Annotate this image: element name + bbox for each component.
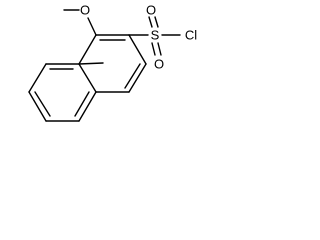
bond-s-o-top-b — [154, 16, 159, 28]
bond-c1-c8a — [78, 62, 104, 65]
bond-c7-c6 — [28, 91, 47, 122]
bond-c8a-c1 — [78, 34, 97, 65]
bond-s-o-bottom-a — [151, 42, 156, 56]
sulfonyl-oxygen-bottom-label: O — [154, 57, 164, 72]
bond-c7-c6-inner — [34, 91, 51, 117]
right-aromatic-ring — [78, 34, 147, 93]
bond-c2-c3 — [128, 34, 147, 65]
bond-c8-c7 — [28, 63, 47, 93]
chlorine-label: Cl — [185, 28, 197, 43]
methoxy-group: O — [63, 3, 97, 36]
bond-s-o-bottom-b — [157, 42, 162, 56]
left-aromatic-ring — [28, 62, 104, 122]
sulfur-label: S — [151, 28, 160, 43]
bond-c5-c4a-inner — [74, 91, 90, 117]
bond-s-o-top-a — [148, 16, 153, 28]
chemical-structure-drawing: O S Cl O O — [28, 3, 197, 122]
methoxy-oxygen-label: O — [80, 3, 90, 18]
bond-c5-c4a — [78, 91, 97, 122]
bond-c1-o — [87, 17, 97, 36]
sulfonyl-oxygen-top-label: O — [146, 3, 156, 18]
bond-c4a-c8a — [78, 63, 97, 93]
sulfonyl-chloride-group: S Cl O O — [128, 3, 197, 72]
bond-c3-c4 — [128, 63, 147, 93]
bond-c3-c4-inner — [124, 63, 141, 89]
